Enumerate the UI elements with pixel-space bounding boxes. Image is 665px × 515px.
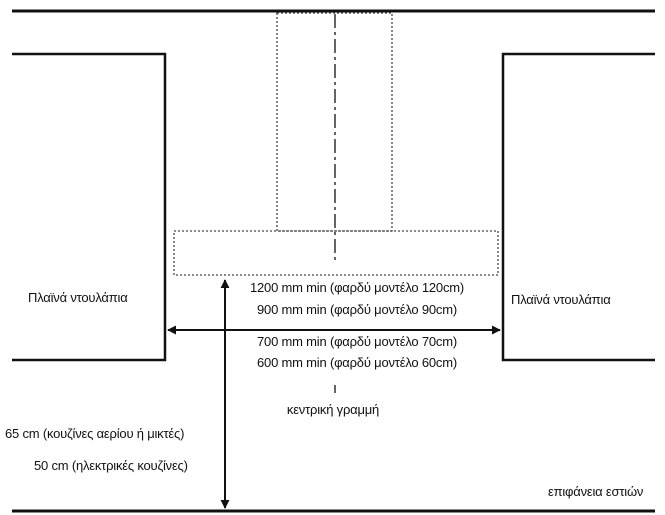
left-cabinet-label: Πλαϊνά ντουλάπια <box>28 290 128 305</box>
right-cabinet-label: Πλαϊνά ντουλάπια <box>511 292 611 307</box>
width-label-700: 700 mm min (φαρδύ μοντέλο 70cm) <box>257 334 457 349</box>
width-label-900: 900 mm min (φαρδύ μοντέλο 90cm) <box>257 302 457 317</box>
height-label-gas: 65 cm (κουζίνες αερίου ή μικτές) <box>5 426 185 441</box>
width-label-1200: 1200 mm min (φαρδύ μοντέλο 120cm) <box>249 280 465 295</box>
left-cabinet-outline <box>12 52 167 362</box>
cooktop-surface-label: επιφάνεια εστιών <box>548 484 644 499</box>
width-label-600: 600 mm min (φαρδύ μοντέλο 60cm) <box>257 355 457 370</box>
hood-chimney-outline <box>276 12 393 232</box>
hood-canopy-outline <box>173 230 499 276</box>
right-cabinet-outline <box>501 52 655 362</box>
centerline-label: κεντρική γραμμή <box>286 402 380 417</box>
height-label-electric: 50 cm (ηλεκτρικές κουζίνες) <box>34 458 188 473</box>
